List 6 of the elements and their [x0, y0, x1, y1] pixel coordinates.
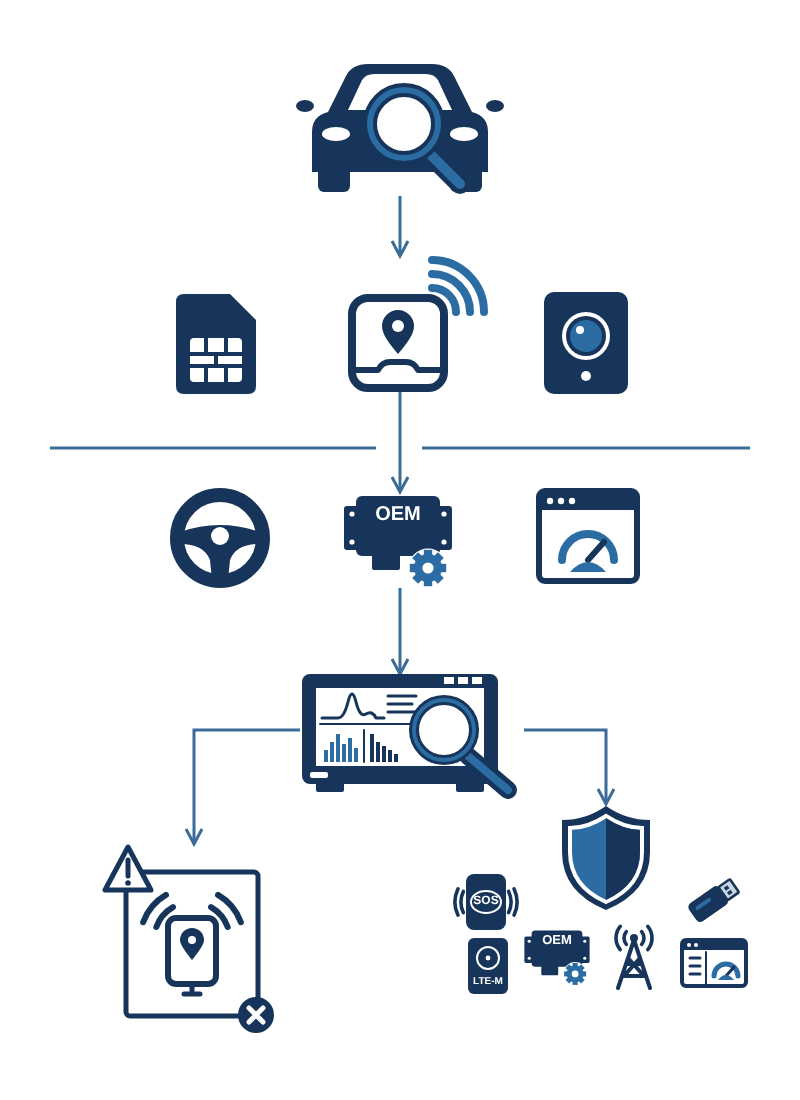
module-label: OEM — [375, 506, 421, 526]
arrow — [390, 196, 410, 258]
arrow — [184, 728, 300, 846]
arrow — [390, 392, 410, 494]
arrow — [524, 728, 616, 806]
arrow — [390, 588, 410, 676]
